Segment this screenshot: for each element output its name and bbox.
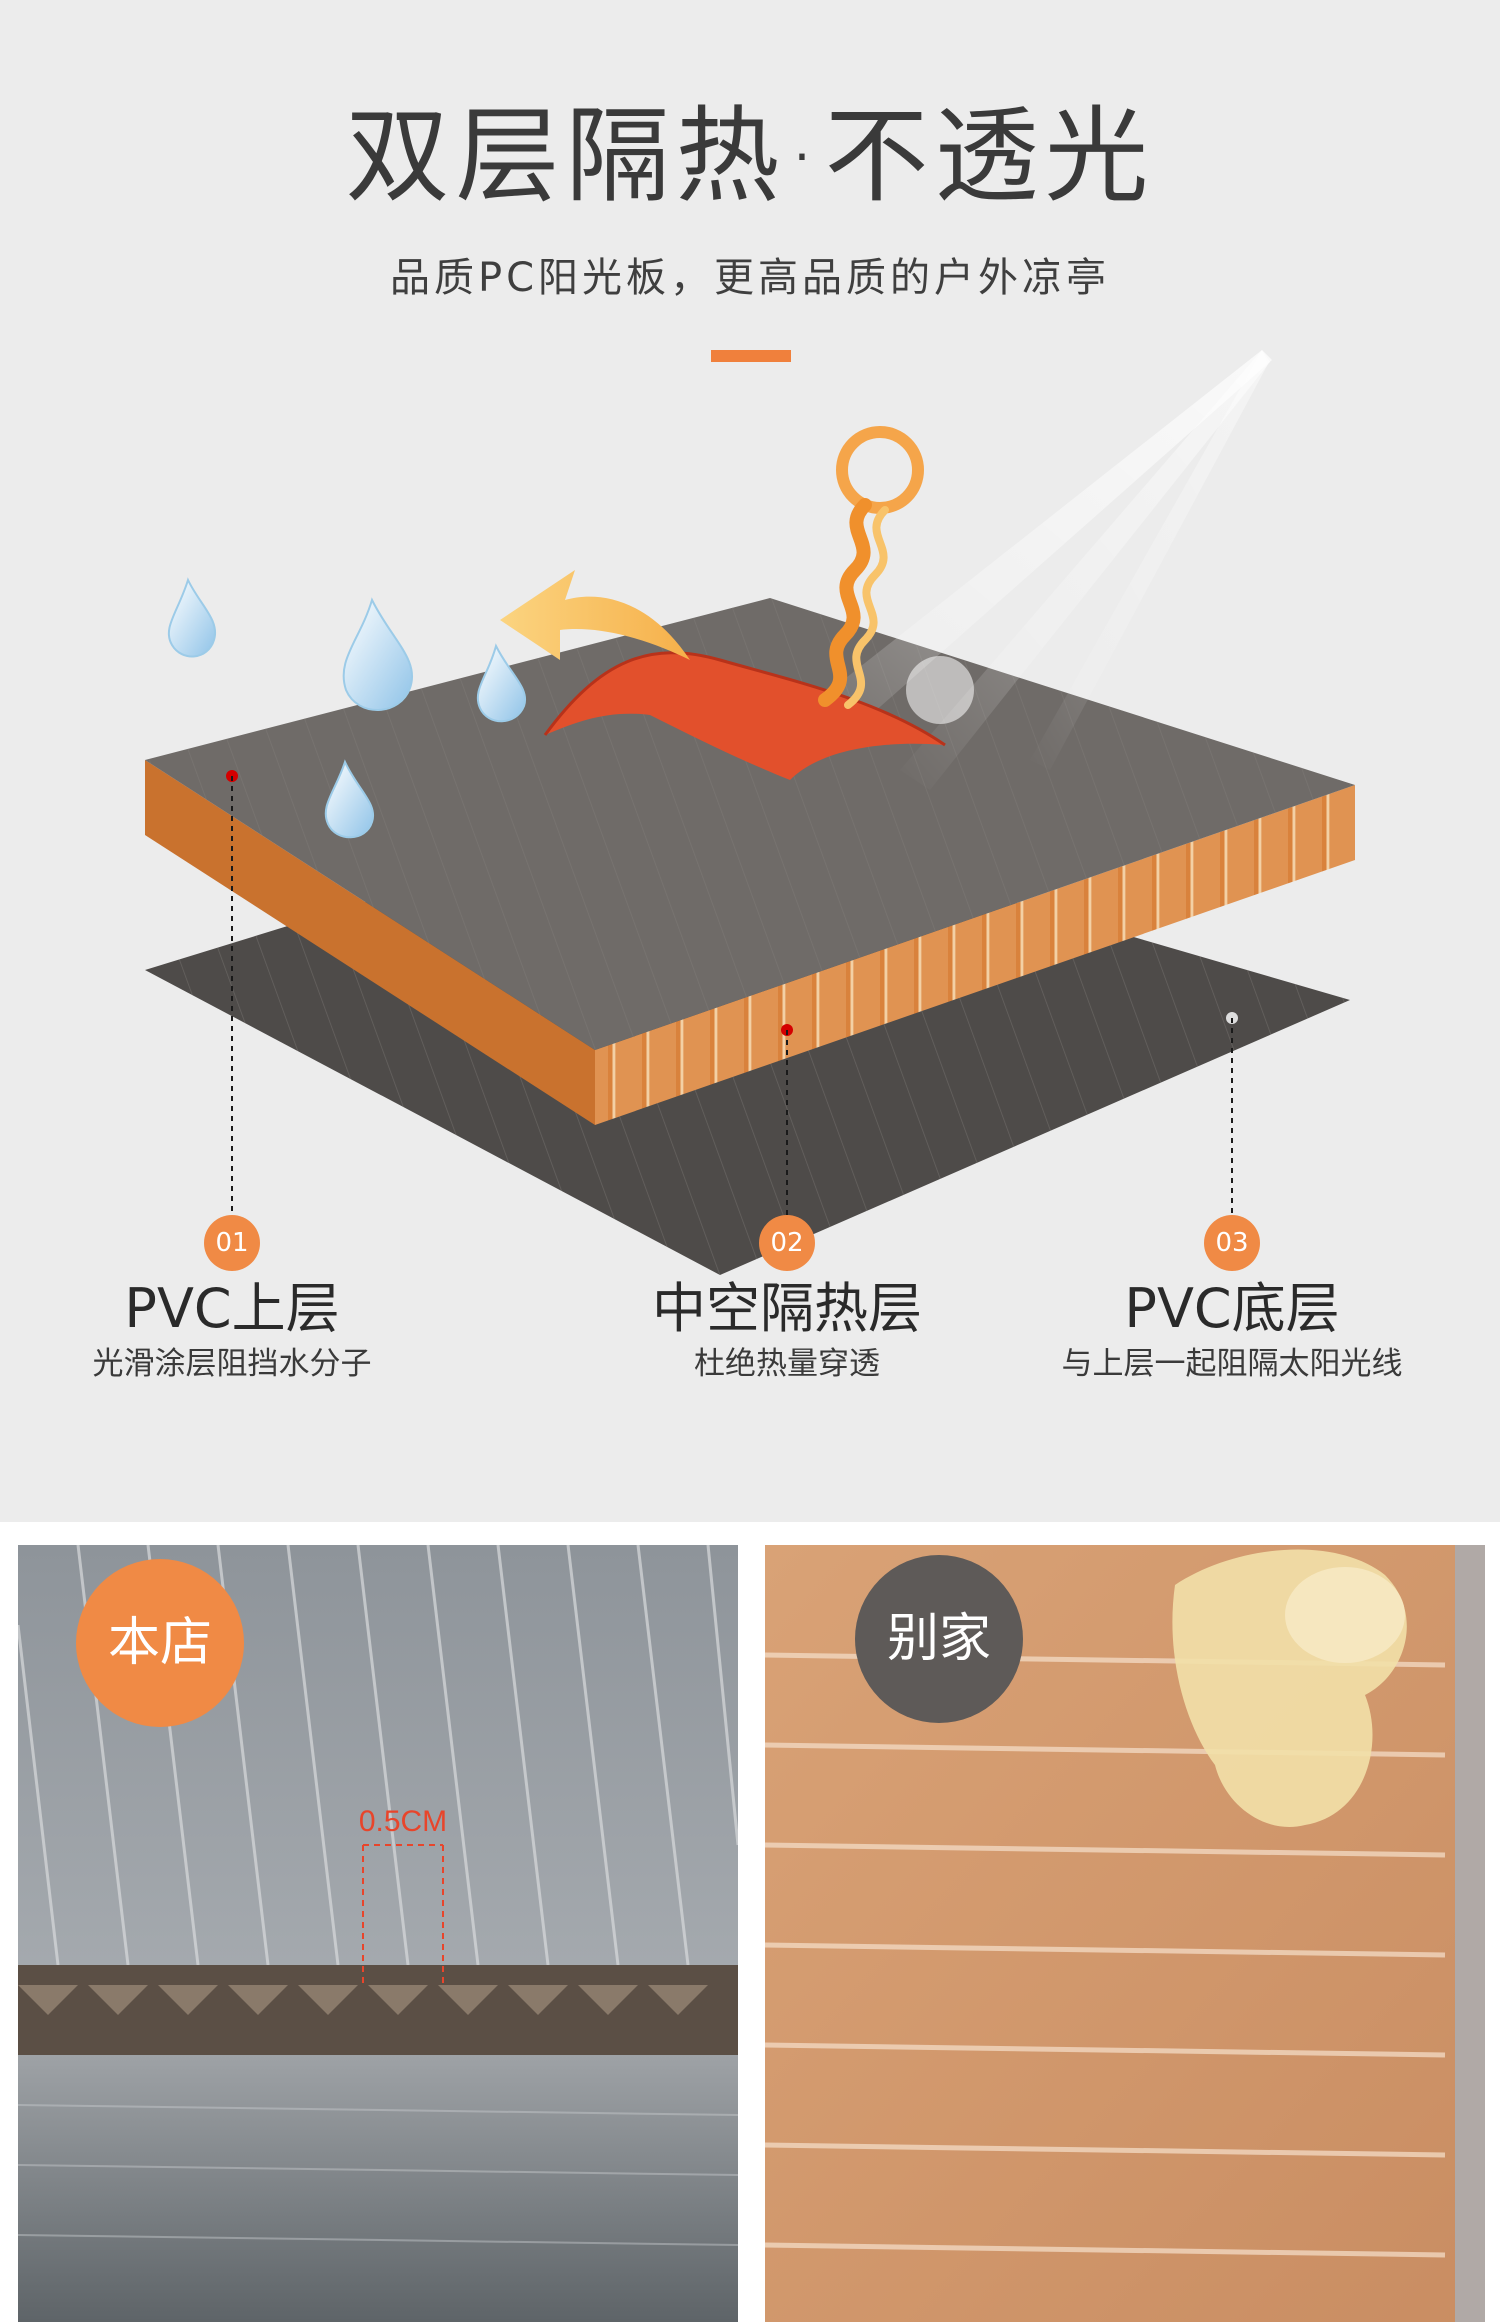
page-title: 双层隔热·不透光 (345, 95, 1155, 217)
top-pvc-sheet (145, 598, 1355, 1050)
sunlight-rays (780, 350, 1272, 790)
layer-title: PVC底层 (1124, 1277, 1340, 1340)
layer-number-badge: 01 (204, 1215, 260, 1271)
hollow-insulation-layer (145, 760, 1355, 1125)
layer-number-badge: 03 (1204, 1215, 1260, 1271)
panel-structure-diagram (145, 350, 1355, 1275)
comparison-other-photo: 别家 (765, 1545, 1485, 2322)
finger-shape (1172, 1549, 1407, 1827)
page-subtitle: 品质PC阳光板，更高品质的户外凉亭 (389, 255, 1111, 301)
comparison-ours-photo: 0.5CM 本店 (18, 1545, 738, 2322)
insulation-section: 双层隔热·不透光 品质PC阳光板，更高品质的户外凉亭 01 PVC上层 光滑涂层… (0, 0, 1500, 1522)
layer-title: 中空隔热层 (652, 1277, 922, 1340)
measurement-marker: 0.5CM (359, 1805, 447, 1985)
heat-wave-icon (818, 426, 924, 709)
layer-description: 与上层一起阻隔太阳光线 (1061, 1346, 1403, 1382)
layer-title: PVC上层 (124, 1277, 340, 1340)
layer-description: 杜绝热量穿透 (694, 1346, 880, 1382)
water-drop-icons (167, 577, 527, 839)
heat-reflect-arrow-icon (500, 570, 690, 660)
heat-cloth-icon (543, 651, 946, 780)
ours-badge: 本店 (76, 1559, 244, 1727)
measurement-label: 0.5CM (359, 1805, 447, 1838)
callout-lines (226, 770, 1238, 1215)
other-badge: 别家 (855, 1555, 1023, 1723)
layer-description: 光滑涂层阻挡水分子 (92, 1346, 372, 1382)
accent-divider (711, 350, 791, 362)
layer-number-badge: 02 (759, 1215, 815, 1271)
